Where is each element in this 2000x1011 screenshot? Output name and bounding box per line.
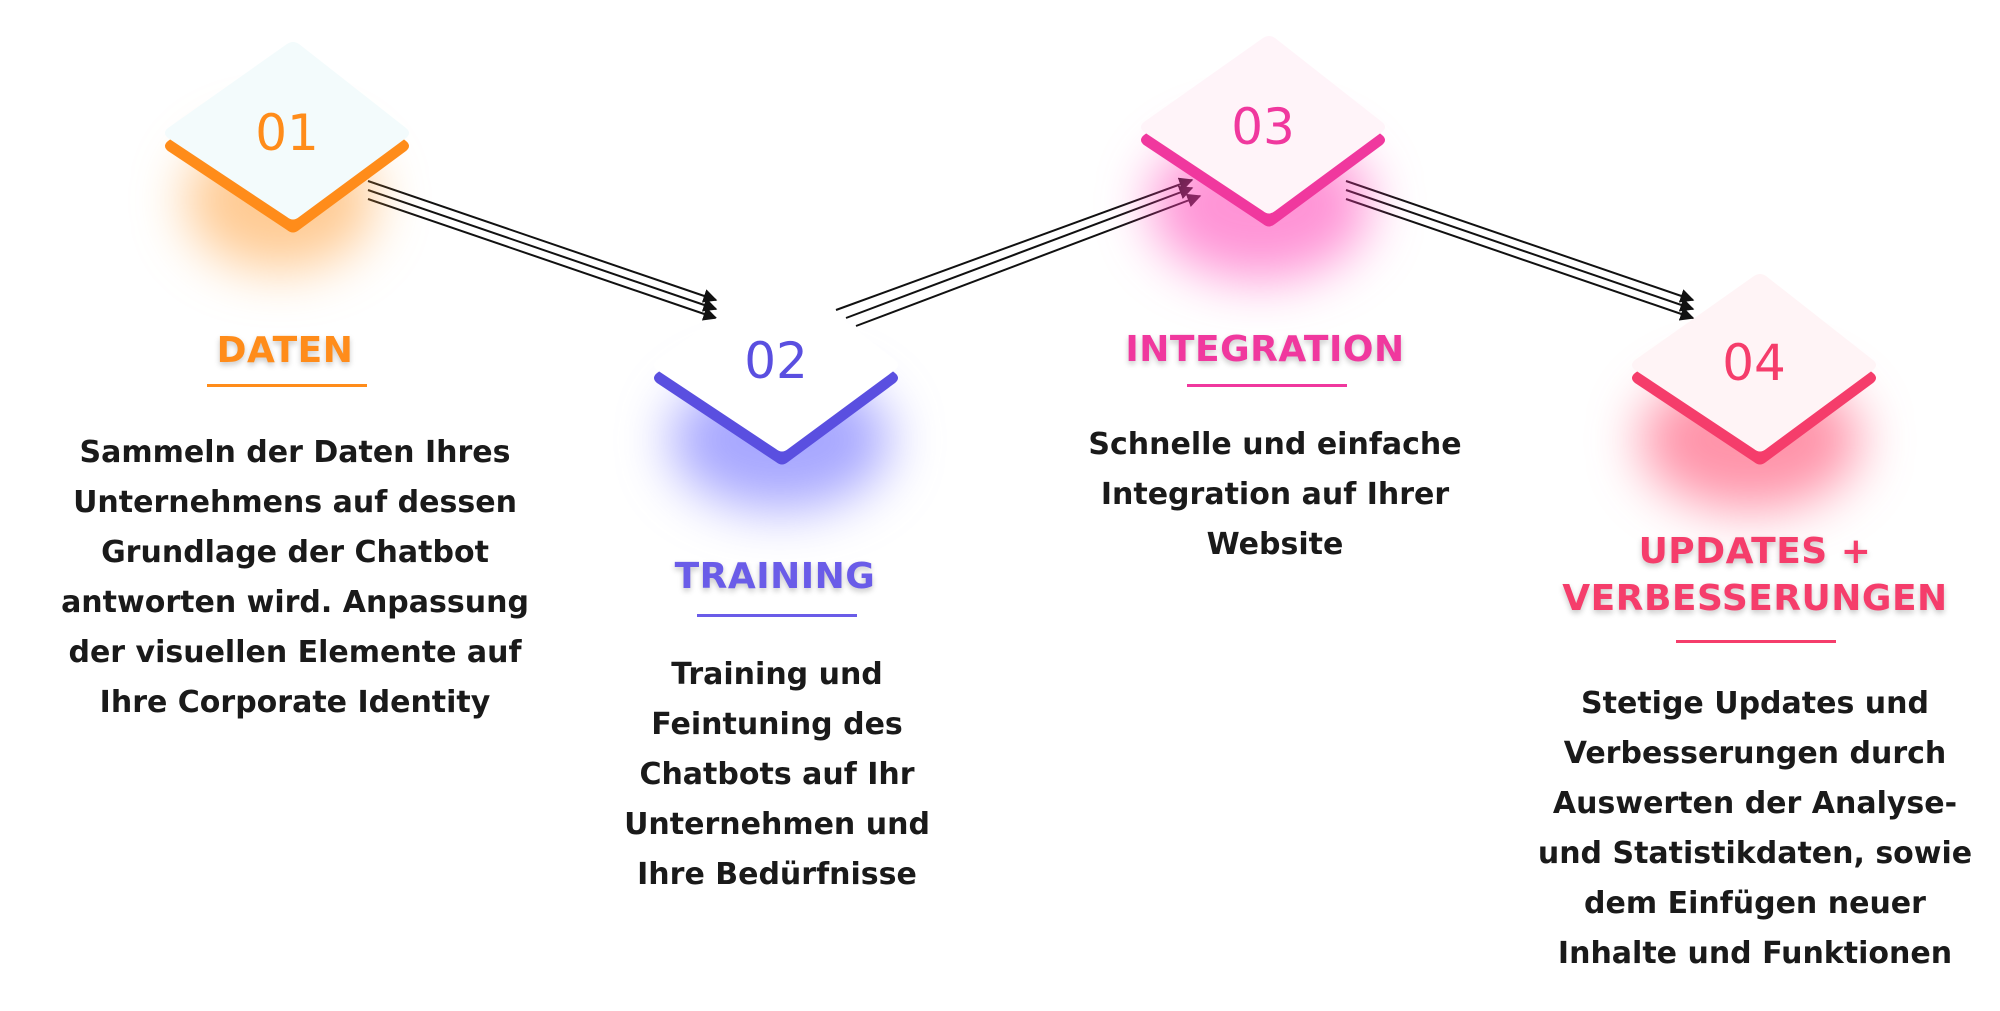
step-01-number: 01 <box>255 104 319 162</box>
step-01-underline <box>207 384 367 387</box>
step-02-number: 02 <box>744 332 808 390</box>
step-04-number: 04 <box>1722 334 1786 392</box>
step-04-underline <box>1676 640 1836 643</box>
step-01-title: DATEN <box>216 330 354 371</box>
step-02-description: Training und Feintuning des Chatbots auf… <box>624 657 930 892</box>
step-03-diamond: 03 <box>1138 34 1388 227</box>
step-01-description: Sammeln der Daten Ihres Unternehmens auf… <box>61 435 529 720</box>
step-02-underline <box>697 614 857 617</box>
step-01-diamond: 01 <box>162 40 412 233</box>
step-03-number: 03 <box>1231 98 1295 156</box>
step-03-underline <box>1187 384 1347 387</box>
step-03-title: INTEGRATION <box>1125 329 1405 370</box>
step-04-description: Stetige Updates und Verbesserungen durch… <box>1537 686 1973 971</box>
step-02-diamond: 02 <box>651 272 901 465</box>
step-04-diamond: 04 <box>1629 272 1879 465</box>
step-02-title: TRAINING <box>674 556 876 597</box>
step-04-title: UPDATES + VERBESSERUNGEN <box>1562 531 1948 619</box>
step-03-description: Schnelle und einfache Integration auf Ih… <box>1088 427 1462 562</box>
